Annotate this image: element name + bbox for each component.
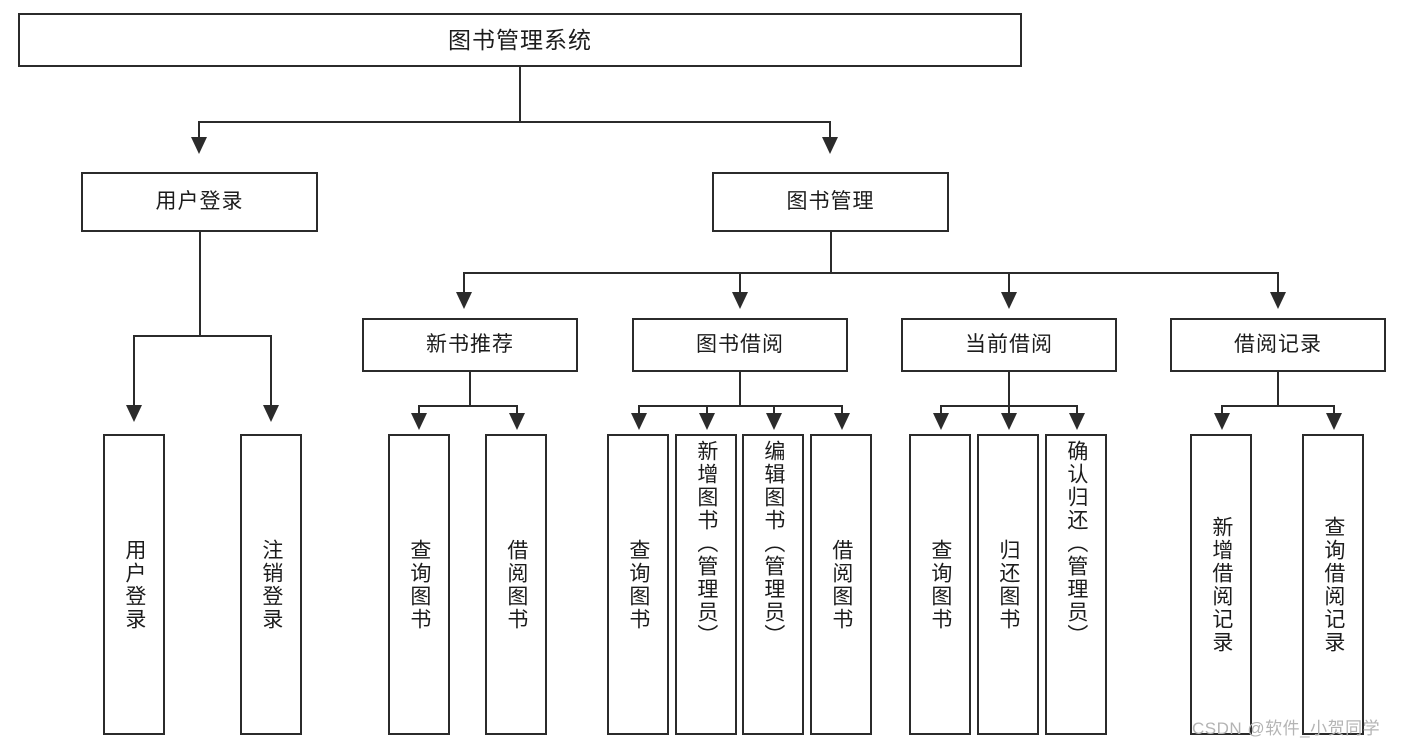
node-borrow-record-label: 借阅记录 (1234, 332, 1322, 356)
node-borrow-record[interactable]: 借阅记录 (1170, 318, 1386, 372)
connector-drop-confirm-return (1076, 405, 1078, 415)
connector-drop-book-manage (829, 121, 831, 139)
arrowhead-query-record (1326, 413, 1342, 430)
connector-drop-query-book-1 (418, 405, 420, 415)
arrowhead-query-book-3 (933, 413, 949, 430)
connector-drop-leaf-logout (270, 335, 272, 407)
node-book-borrow[interactable]: 图书借阅 (632, 318, 848, 372)
leaf-confirm-return-label: 确认归还（管理员） (1064, 440, 1088, 647)
arrowhead-new-book (456, 292, 472, 309)
leaf-borrow-book-2[interactable]: 借阅图书 (810, 434, 872, 735)
arrowhead-edit-book (766, 413, 782, 430)
connector-level3-bus (463, 272, 1278, 274)
arrowhead-borrow-book-2 (834, 413, 850, 430)
leaf-query-record-label: 查询借阅记录 (1321, 515, 1345, 654)
connector-user-login-stem (199, 232, 201, 336)
leaf-add-record-label: 新增借阅记录 (1209, 515, 1233, 654)
connector-drop-borrow-book-1 (516, 405, 518, 415)
node-new-book-recommend[interactable]: 新书推荐 (362, 318, 578, 372)
connector-borrow-record-bus (1221, 405, 1333, 407)
leaf-query-book-1-label: 查询图书 (407, 538, 431, 631)
leaf-confirm-return[interactable]: 确认归还（管理员） (1045, 434, 1107, 735)
leaf-add-record[interactable]: 新增借阅记录 (1190, 434, 1252, 735)
leaf-query-book-3[interactable]: 查询图书 (909, 434, 971, 735)
node-root-label: 图书管理系统 (448, 26, 592, 53)
connector-drop-book-borrow (739, 272, 741, 294)
connector-drop-user-login (198, 121, 200, 139)
arrowhead-leaf-logout (263, 405, 279, 422)
connector-borrow-record-stem (1277, 372, 1279, 406)
connector-drop-add-book (706, 405, 708, 415)
leaf-add-book[interactable]: 新增图书（管理员） (675, 434, 737, 735)
arrowhead-query-book-1 (411, 413, 427, 430)
arrowhead-confirm-return (1069, 413, 1085, 430)
arrowhead-add-record (1214, 413, 1230, 430)
leaf-edit-book[interactable]: 编辑图书（管理员） (742, 434, 804, 735)
leaf-add-book-label: 新增图书（管理员） (694, 440, 718, 647)
arrowhead-add-book (699, 413, 715, 430)
arrowhead-book-manage (822, 137, 838, 154)
leaf-query-record[interactable]: 查询借阅记录 (1302, 434, 1364, 735)
arrowhead-book-borrow (732, 292, 748, 309)
connector-drop-leaf-user-login (133, 335, 135, 407)
connector-drop-edit-book (773, 405, 775, 415)
leaf-return-book[interactable]: 归还图书 (977, 434, 1039, 735)
node-user-login[interactable]: 用户登录 (81, 172, 318, 232)
connector-root-stem (519, 67, 521, 122)
node-current-borrow[interactable]: 当前借阅 (901, 318, 1117, 372)
leaf-logout-label: 注销登录 (259, 538, 283, 631)
node-book-manage[interactable]: 图书管理 (712, 172, 949, 232)
leaf-borrow-book-1[interactable]: 借阅图书 (485, 434, 547, 735)
leaf-query-book-1[interactable]: 查询图书 (388, 434, 450, 735)
leaf-logout[interactable]: 注销登录 (240, 434, 302, 735)
arrowhead-borrow-book-1 (509, 413, 525, 430)
connector-current-borrow-stem (1008, 372, 1010, 406)
node-user-login-label: 用户登录 (155, 189, 244, 213)
watermark-text: CSDN @软件_小贺同学 (1192, 719, 1381, 738)
connector-drop-return-book (1008, 405, 1010, 415)
connector-level2-bus (198, 121, 831, 123)
leaf-return-book-label: 归还图书 (996, 538, 1020, 631)
leaf-query-book-2[interactable]: 查询图书 (607, 434, 669, 735)
leaf-edit-book-label: 编辑图书（管理员） (761, 440, 785, 647)
node-root[interactable]: 图书管理系统 (18, 13, 1022, 67)
connector-drop-query-book-2 (638, 405, 640, 415)
connector-drop-new-book (463, 272, 465, 294)
leaf-borrow-book-2-label: 借阅图书 (829, 538, 853, 631)
node-book-manage-label: 图书管理 (786, 189, 875, 213)
connector-drop-add-record (1221, 405, 1223, 415)
arrowhead-current-borrow (1001, 292, 1017, 309)
connector-drop-borrow-book-2 (841, 405, 843, 415)
arrowhead-return-book (1001, 413, 1017, 430)
connector-new-book-stem (469, 372, 471, 406)
connector-drop-query-book-3 (940, 405, 942, 415)
connector-book-manage-stem (830, 232, 832, 273)
arrowhead-leaf-user-login (126, 405, 142, 422)
leaf-query-book-3-label: 查询图书 (928, 538, 952, 631)
node-current-borrow-label: 当前借阅 (965, 332, 1053, 356)
connector-user-login-bus (133, 335, 271, 337)
connector-drop-query-record (1333, 405, 1335, 415)
connector-book-borrow-stem (739, 372, 741, 406)
leaf-query-book-2-label: 查询图书 (626, 538, 650, 631)
connector-drop-current-borrow (1008, 272, 1010, 294)
leaf-borrow-book-1-label: 借阅图书 (504, 538, 528, 631)
arrowhead-borrow-record (1270, 292, 1286, 309)
leaf-user-login[interactable]: 用户登录 (103, 434, 165, 735)
connector-book-borrow-bus (638, 405, 842, 407)
leaf-user-login-label: 用户登录 (122, 538, 146, 631)
arrowhead-query-book-2 (631, 413, 647, 430)
arrowhead-user-login (191, 137, 207, 154)
node-book-borrow-label: 图书借阅 (696, 332, 784, 356)
connector-drop-borrow-record (1277, 272, 1279, 294)
connector-new-book-bus (418, 405, 518, 407)
node-new-book-recommend-label: 新书推荐 (426, 332, 514, 356)
